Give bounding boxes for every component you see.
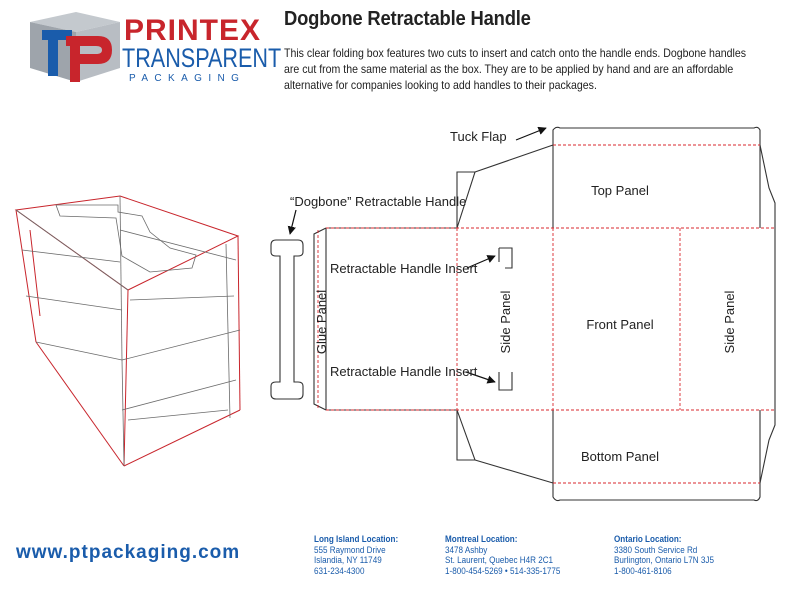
location-line: 1-800-461-8106 xyxy=(614,565,672,576)
glue-panel-label: Glue Panel xyxy=(314,290,329,354)
top-panel-label: Top Panel xyxy=(591,183,649,198)
location-line: St. Laurent, Quebec H4R 2C1 xyxy=(445,555,554,565)
insert-bottom-arrow xyxy=(465,371,496,384)
location-line: 631-234-4300 xyxy=(314,565,365,576)
location-ontario: Ontario Location: 3380 South Service Rd … xyxy=(614,534,714,576)
page-title: Dogbone Retractable Handle xyxy=(284,8,531,30)
location-montreal: Montreal Location: 3478 Ashby St. Lauren… xyxy=(445,534,560,576)
box-3d-illustration xyxy=(14,195,241,467)
logo-printex: PRINTEX xyxy=(124,14,262,47)
website-link[interactable]: www.ptpackaging.com xyxy=(16,542,241,563)
location-line: 3380 South Service Rd xyxy=(614,544,698,555)
insert-top-label: Retractable Handle Insert xyxy=(330,261,478,276)
bottom-panel-label: Bottom Panel xyxy=(581,449,659,464)
logo-packaging: PACKAGING xyxy=(129,73,246,84)
location-heading: Ontario Location: xyxy=(614,534,682,544)
location-line: 3478 Ashby xyxy=(445,544,488,555)
dogbone-handle xyxy=(270,239,304,400)
location-line: 555 Raymond Drive xyxy=(314,544,386,555)
location-line: Burlington, Ontario L7N 3J5 xyxy=(614,555,714,565)
side-panel-left-label: Side Panel xyxy=(498,290,513,353)
location-line: Islandia, NY 11749 xyxy=(314,555,382,565)
insert-top-arrow xyxy=(466,255,496,269)
dogbone-handle-label: “Dogbone” Retractable Handle xyxy=(290,194,466,209)
tuck-flap-label: Tuck Flap xyxy=(450,129,507,144)
location-line: 1-800-454-5269 • 514-335-1775 xyxy=(445,565,561,576)
dogbone-arrow xyxy=(287,209,297,235)
tuck-flap-arrow xyxy=(515,126,547,141)
company-logo: PRINTEX TRANSPARENT PACKAGING xyxy=(28,10,281,85)
side-panel-right-label: Side Panel xyxy=(722,290,737,353)
logo-transparent: TRANSPARENT xyxy=(122,43,282,73)
location-long-island: Long Island Location: 555 Raymond Drive … xyxy=(314,534,398,576)
pt-monogram-icon xyxy=(30,12,120,82)
location-heading: Montreal Location: xyxy=(445,534,518,544)
location-heading: Long Island Location: xyxy=(314,534,399,544)
insert-bottom-label: Retractable Handle Insert xyxy=(330,364,478,379)
front-panel-label: Front Panel xyxy=(586,317,653,332)
page-description: This clear folding box features two cuts… xyxy=(284,46,746,92)
die-line xyxy=(313,126,776,502)
